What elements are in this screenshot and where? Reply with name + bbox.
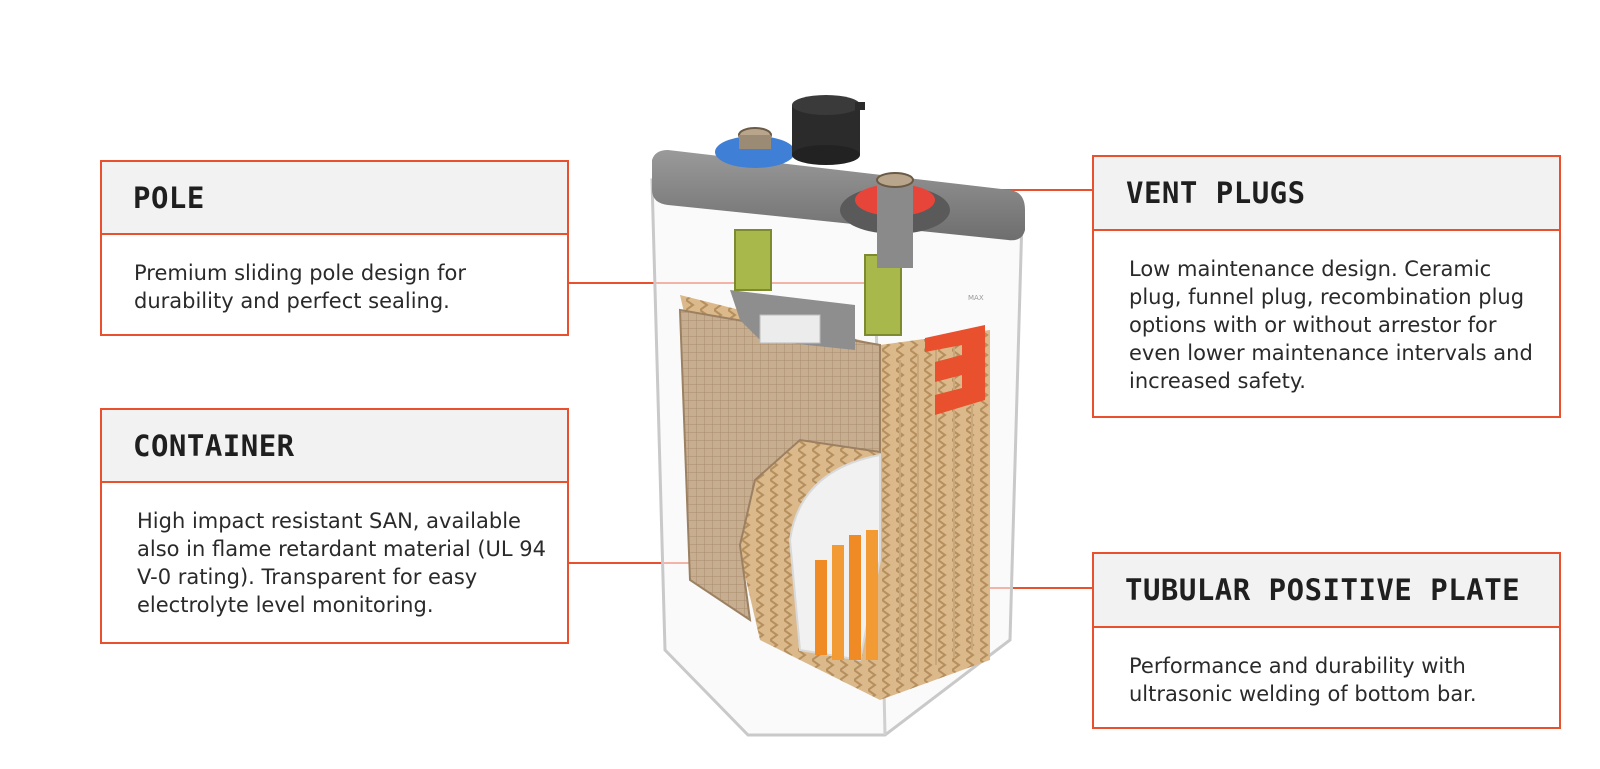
pole-title: POLE [102,162,567,235]
tubular-plate-title: TUBULAR POSITIVE PLATE [1094,554,1559,628]
vent-plugs-title: VENT PLUGS [1094,157,1559,231]
container-callout: CONTAINER High impact resistant SAN, ava… [100,408,569,644]
max-level-label: MAX [968,294,984,302]
pole-callout: POLE Premium sliding pole design for dur… [100,160,569,336]
container-description: High impact resistant SAN, available als… [137,509,546,617]
pole-description: Premium sliding pole design for durabili… [134,261,467,313]
tubular-plate-description: Performance and durability with ultrason… [1129,654,1477,706]
vent-plugs-description: Low maintenance design. Ceramic plug, fu… [1129,257,1533,393]
pole-spring-left [734,229,772,291]
container-title: CONTAINER [102,410,567,483]
tubular-plate-callout: TUBULAR POSITIVE PLATE Performance and d… [1092,552,1561,729]
positive-tubes [815,530,878,660]
negative-terminal [715,136,795,168]
pole-spring-right [864,254,902,336]
vent-plugs-callout: VENT PLUGS Low maintenance design. Ceram… [1092,155,1561,418]
separator-grid [678,308,881,623]
level-mark-icon [925,325,985,415]
